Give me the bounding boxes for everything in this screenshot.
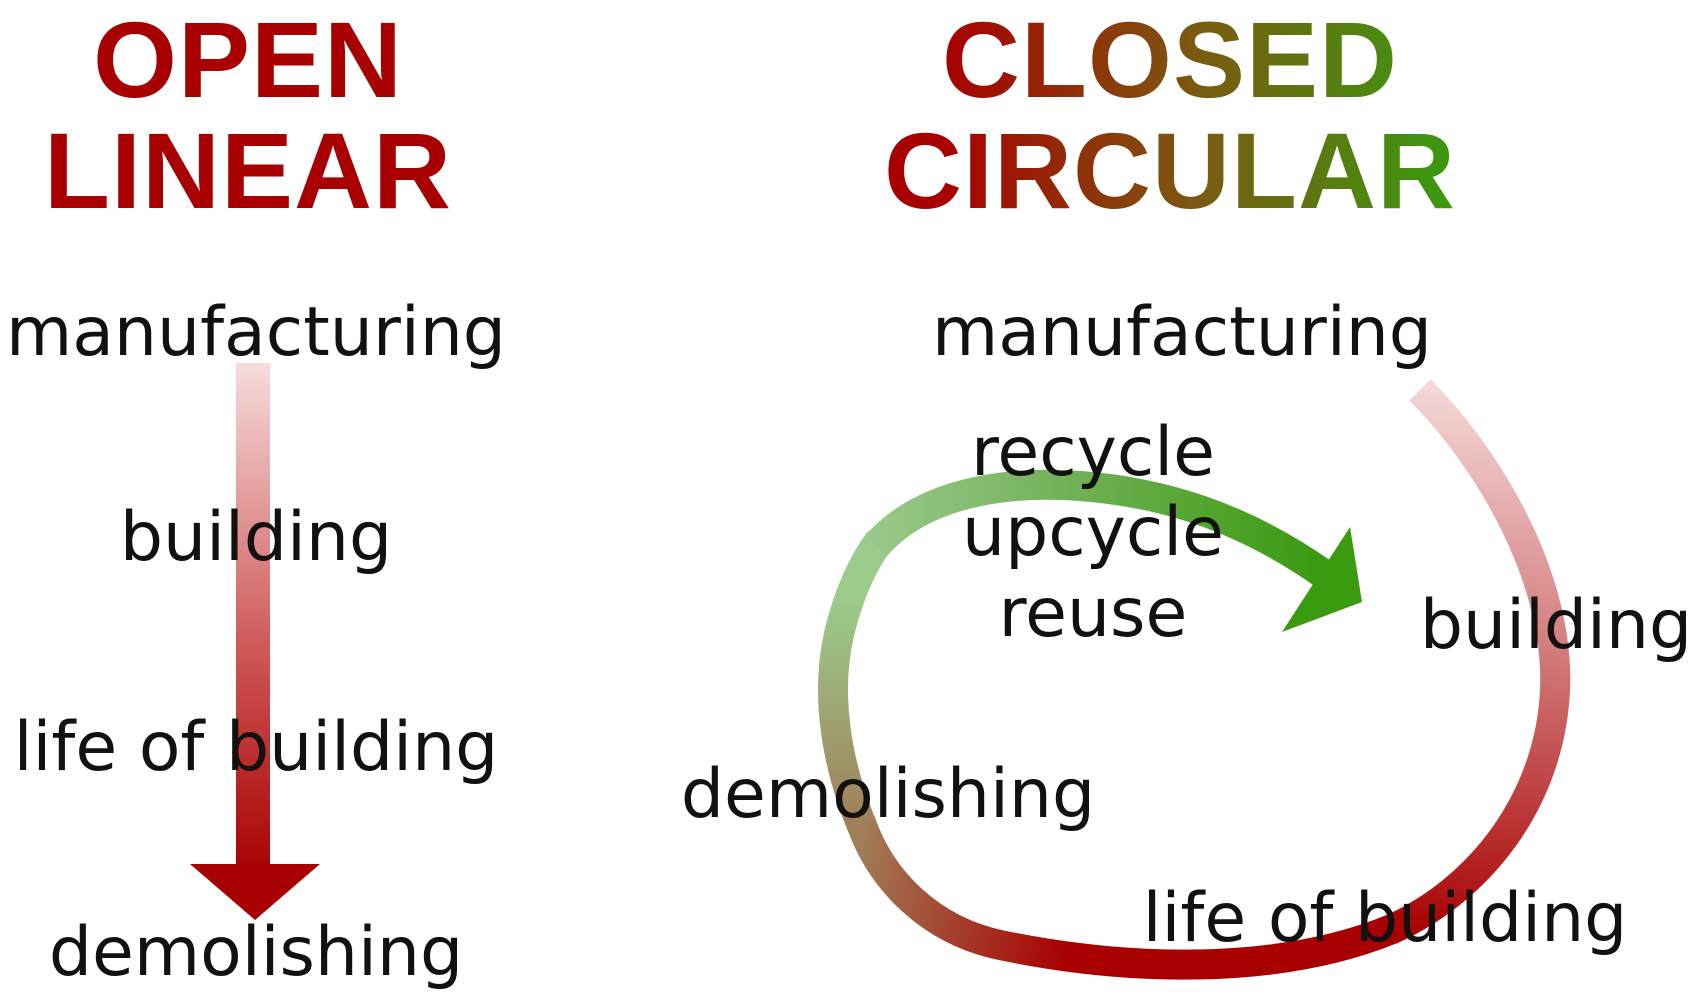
- open-title-line2: LINEAR: [44, 110, 452, 231]
- closed-stage-demolishing: demolishing: [681, 755, 1095, 834]
- open-linear-section: OPEN LINEAR manufacturing building life …: [6, 0, 506, 992]
- closed-circular-section: CLOSED CIRCULAR manufacturing building l…: [681, 0, 1690, 980]
- closed-stage-life-of-building: life of building: [1143, 879, 1628, 958]
- closed-title-line1: CLOSED: [942, 0, 1398, 120]
- open-stage-life-of-building: life of building: [14, 708, 499, 787]
- closed-stage-manufacturing: manufacturing: [932, 293, 1432, 372]
- closed-loop-arrow: [818, 379, 1571, 980]
- closed-action-upcycle: upcycle: [962, 493, 1224, 572]
- closed-stage-building: building: [1420, 586, 1690, 665]
- open-stage-manufacturing: manufacturing: [6, 293, 506, 372]
- open-stage-building: building: [120, 498, 392, 577]
- closed-title-line2: CIRCULAR: [884, 110, 1456, 231]
- closed-action-recycle: recycle: [971, 413, 1215, 492]
- closed-action-reuse: reuse: [999, 574, 1188, 653]
- open-stage-demolishing: demolishing: [49, 913, 463, 992]
- open-title-line1: OPEN: [93, 0, 403, 120]
- open-linear-arrow: [190, 363, 320, 920]
